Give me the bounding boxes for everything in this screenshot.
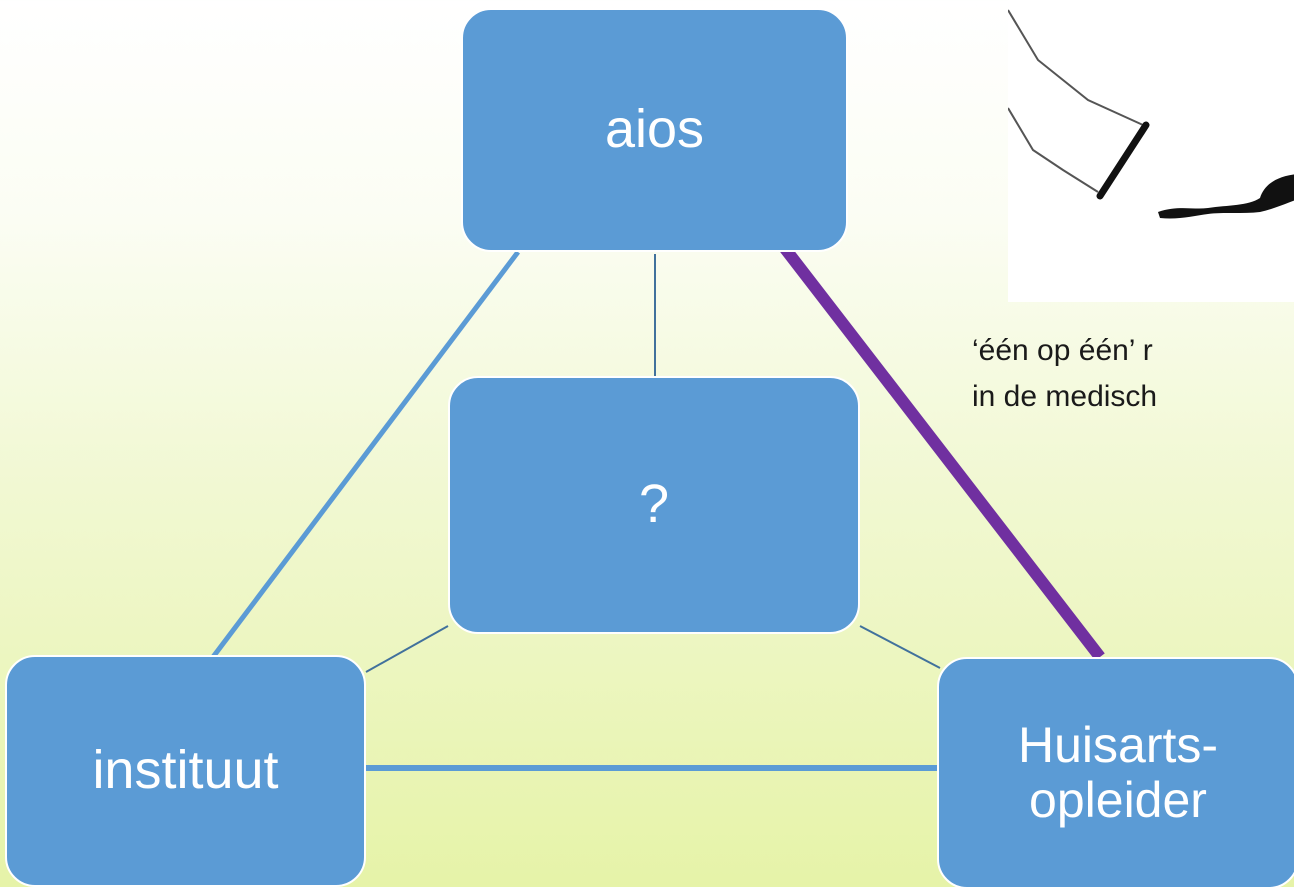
node-aios-label: aios (604, 99, 705, 160)
node-instituut: instituut (5, 655, 366, 887)
node-aios: aios (461, 8, 848, 252)
caption-line-2: in de medisch (972, 380, 1158, 413)
caption: ‘één op één’ r in de medisch (972, 328, 1157, 420)
caption-line-1: ‘één op één’ r (972, 334, 1153, 367)
node-center-label: ? (638, 474, 670, 535)
connector-center-huisarts (859, 625, 941, 669)
node-huisartsopleider: Huisarts- opleider (937, 657, 1294, 889)
connector-center-instituut (365, 625, 449, 673)
sketch-image (1007, 0, 1294, 302)
connector-aios-instituut (211, 250, 520, 659)
sketch-drawing (1007, 9, 1294, 219)
node-instituut-label: instituut (92, 740, 279, 801)
node-center-question: ? (448, 376, 860, 634)
connector-aios-huisarts-highlight (775, 238, 1105, 661)
node-huisartsopleider-label: Huisarts- opleider (1017, 717, 1219, 828)
